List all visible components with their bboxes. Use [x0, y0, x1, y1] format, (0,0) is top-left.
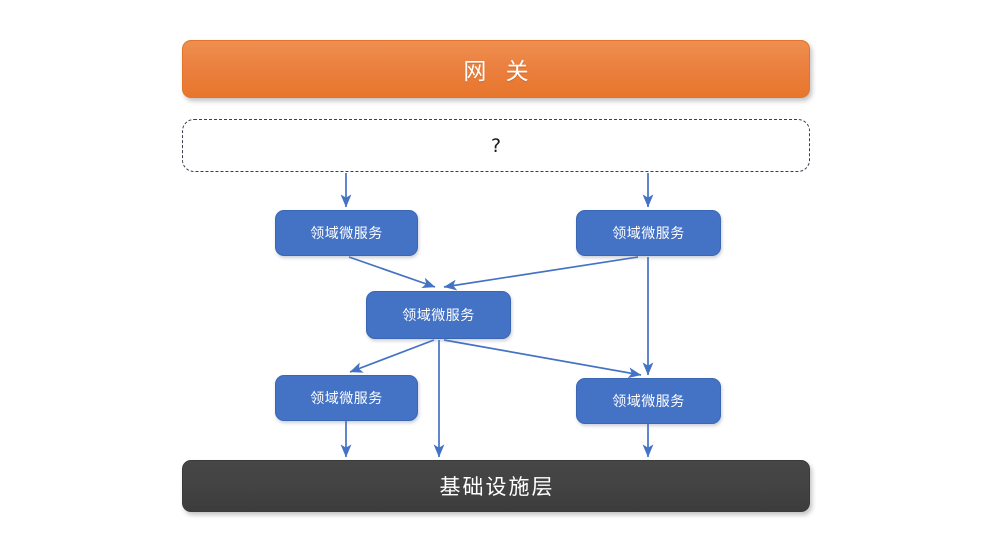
connector-top-right-to-middle: [443, 256, 639, 291]
unknown-zone-box[interactable]: ?: [182, 119, 810, 172]
service-box-bottom-right[interactable]: 领域微服务: [576, 378, 721, 424]
gateway-label: 网 关: [463, 59, 535, 85]
service-box-top-left[interactable]: 领域微服务: [275, 210, 418, 256]
service-box-middle[interactable]: 领域微服务: [366, 291, 511, 339]
service-label: 领域微服务: [402, 308, 475, 324]
connector-middle-to-bottom-left: [349, 339, 435, 373]
service-box-bottom-left[interactable]: 领域微服务: [275, 375, 418, 421]
connector-middle-to-bottom-right: [443, 339, 642, 379]
service-box-top-right[interactable]: 领域微服务: [576, 210, 721, 256]
service-label: 领域微服务: [612, 226, 685, 242]
service-label: 领域微服务: [612, 394, 685, 410]
infrastructure-bar[interactable]: 基础设施层: [182, 460, 810, 512]
service-label: 领域微服务: [310, 391, 383, 407]
unknown-zone-label: ?: [490, 135, 502, 157]
service-label: 领域微服务: [310, 226, 383, 242]
gateway-bar[interactable]: 网 关: [182, 40, 810, 98]
connector-top-left-to-middle: [348, 256, 436, 288]
infrastructure-label: 基础设施层: [439, 475, 555, 499]
